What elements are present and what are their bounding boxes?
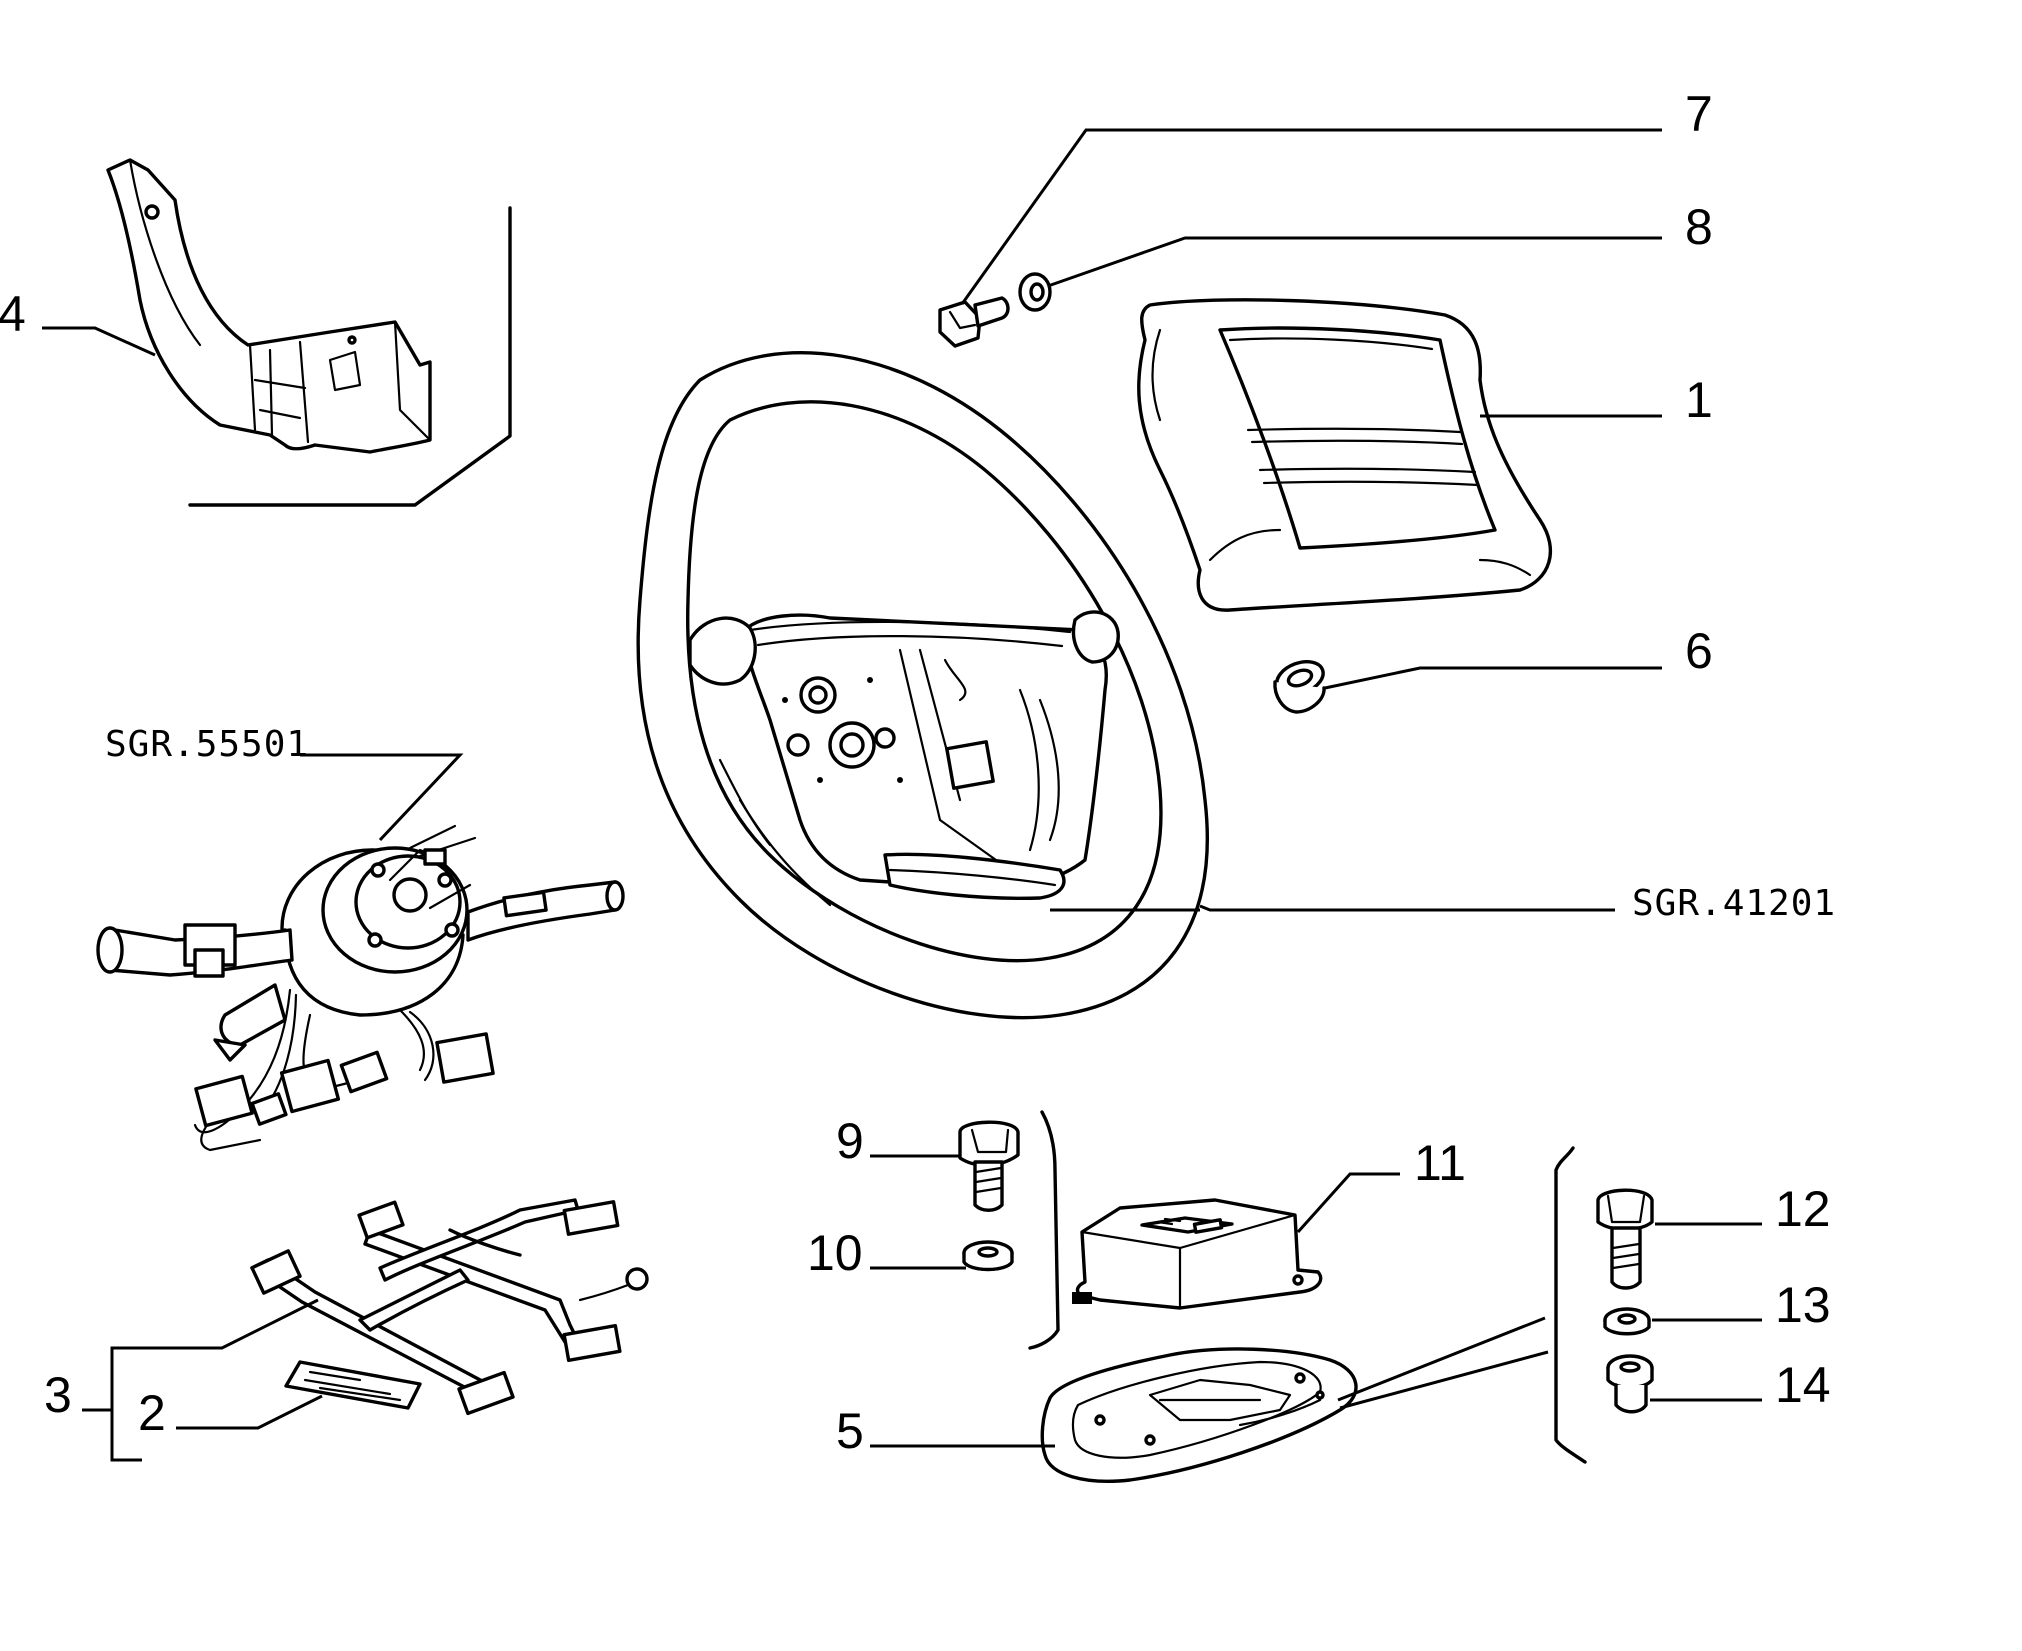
callout-10: 10: [807, 1225, 863, 1281]
callout-9: 9: [836, 1113, 864, 1169]
identification-label[interactable]: [284, 1360, 422, 1410]
ref-steering-column-switch: SGR.55501: [105, 724, 309, 765]
callout-3: 3: [44, 1367, 72, 1423]
airbag-module[interactable]: [1137, 298, 1552, 612]
plate-bolt[interactable]: [1596, 1188, 1654, 1290]
wheel-bushing[interactable]: [1272, 656, 1327, 714]
callout-8: 8: [1685, 199, 1713, 255]
mounting-plate[interactable]: [1040, 1347, 1358, 1483]
airbag-control-unit[interactable]: [1072, 1198, 1323, 1310]
column-bracket[interactable]: [106, 158, 432, 454]
airbag-washer[interactable]: [1018, 272, 1052, 312]
callout-11: 11: [1414, 1135, 1466, 1191]
plate-washer[interactable]: [1603, 1307, 1651, 1336]
callout-12: 12: [1775, 1181, 1831, 1237]
callout-6: 6: [1685, 623, 1713, 679]
leader-lines: [42, 128, 1762, 1462]
control-unit-bolt[interactable]: [958, 1120, 1020, 1212]
bracket-group-frame: [188, 206, 512, 507]
ref-steering-wheel: SGR.41201: [1632, 883, 1836, 924]
steering-column-switch[interactable]: [96, 824, 625, 1152]
callout-1: 1: [1685, 372, 1713, 428]
wiring-harness[interactable]: [250, 1198, 649, 1416]
callout-13: 13: [1775, 1277, 1831, 1333]
callout-5: 5: [836, 1403, 864, 1459]
airbag-bolt[interactable]: [938, 296, 1010, 348]
control-unit-group-frame: [1028, 1110, 1060, 1350]
callout-7: 7: [1685, 86, 1713, 142]
callout-4: 4: [0, 286, 26, 342]
callout-2: 2: [138, 1385, 166, 1441]
steering-wheel[interactable]: [636, 351, 1209, 1020]
control-unit-washer[interactable]: [962, 1240, 1014, 1272]
plate-spacer[interactable]: [1606, 1354, 1654, 1414]
callout-14: 14: [1775, 1357, 1831, 1413]
reference-codes: SGR.55501 SGR.41201: [105, 724, 1836, 924]
callout-numbers: 7 8 1 6 4 9 10 11 12 13 14 5 2 3: [0, 86, 1831, 1459]
fastener-group-frame: [1554, 1146, 1587, 1464]
